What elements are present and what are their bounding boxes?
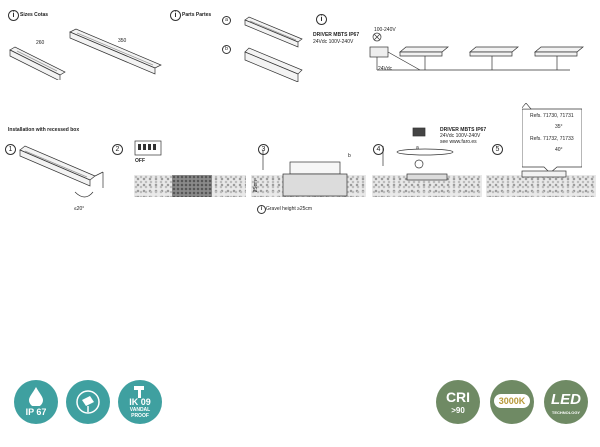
driver-site: see www.faro.es — [440, 139, 477, 145]
wiring-diagram — [369, 32, 584, 71]
ik09-badge: IK 09 VANDAL PROOF — [118, 380, 162, 424]
dc-label: 24Vdc — [378, 66, 393, 72]
switch-box — [134, 140, 162, 156]
step-2: 2 — [112, 144, 123, 155]
off-label: OFF — [135, 158, 145, 164]
dim-long: 350 — [118, 38, 127, 44]
dim-short: 260 — [36, 40, 45, 46]
mains-label: 100-240V — [374, 27, 396, 33]
step-4-drawing — [382, 127, 454, 181]
cct-badge: 3000K — [490, 380, 534, 424]
driver-spec-top: 24Vdc 100V-240V — [313, 39, 354, 45]
hole-2 — [172, 175, 212, 197]
parts-label: Parts Partes — [182, 12, 212, 18]
ik09-text: IK 09 — [129, 397, 151, 407]
ip67-badge: IP 67 — [14, 380, 58, 424]
driver-label-top: DRIVER MBTS IP67 — [313, 32, 360, 38]
cct-text: 3000K — [498, 396, 526, 406]
ik09-sub1: VANDAL — [129, 407, 151, 413]
temp-1: 35° — [555, 124, 563, 130]
step-1: 1 — [5, 144, 16, 155]
part-a-label-4: a — [416, 145, 419, 151]
refs-1: Refs. 71730, 71731 — [530, 113, 574, 119]
sizes-drawing — [9, 28, 162, 80]
led-badge: LED TECHNOLOGY — [544, 380, 588, 424]
refs-2: Refs. 71732, 71733 — [530, 136, 574, 142]
gravel-note: Gravel height ≥25cm — [266, 206, 313, 212]
adjustable-head-icon — [76, 390, 100, 414]
step-5-drawing — [521, 170, 567, 178]
temp-callout — [522, 103, 582, 173]
driver-label-install: DRIVER MBTS IP67 — [440, 127, 487, 133]
water-drop-icon — [29, 387, 43, 406]
angle-label: ≤20° — [74, 206, 85, 212]
cct-pill — [494, 394, 530, 408]
sizes-label: Sizes Cotas — [20, 12, 49, 18]
ik09-sub2: PROOF — [131, 413, 149, 419]
cri-text: CRI — [445, 389, 471, 405]
cri-value: >90 — [451, 406, 465, 415]
info-icon: i — [316, 14, 327, 25]
depth-label: 25cm — [253, 180, 259, 193]
info-icon: i — [8, 10, 19, 21]
gravel-4 — [372, 175, 482, 197]
step-5: 5 — [492, 144, 503, 155]
part-b-label-3: b — [348, 153, 351, 159]
info-icon: i — [170, 10, 181, 21]
cri-badge: CRI >90 — [436, 380, 480, 424]
install-title: Installation with recessed box — [8, 127, 80, 133]
step-4: 4 — [373, 144, 384, 155]
ip67-text: IP 67 — [25, 407, 47, 417]
gravel-5 — [486, 175, 596, 197]
rotation-badge — [66, 380, 110, 424]
hammer-icon — [134, 386, 144, 398]
led-text: LED — [551, 391, 581, 408]
step-3: 3 — [258, 144, 269, 155]
led-sub: TECHNOLOGY — [551, 410, 581, 415]
temp-2: 40° — [555, 147, 563, 153]
driver-spec-install: 24Vdc 100V-240V — [440, 133, 481, 139]
part-b-marker: b — [222, 45, 231, 54]
step-3-drawing — [262, 150, 348, 197]
part-a-marker: a — [222, 16, 231, 25]
step-1-drawing — [19, 145, 104, 198]
info-icon: i — [257, 205, 266, 214]
parts-drawing — [244, 16, 303, 82]
